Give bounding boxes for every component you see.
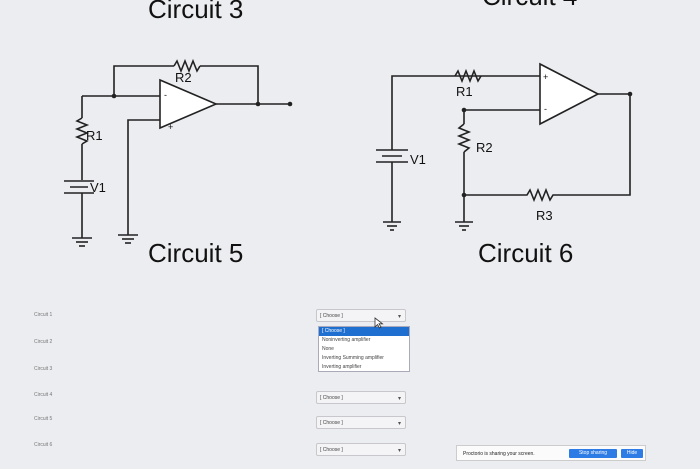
select-circuit6[interactable]: [ Choose ] ▾ bbox=[316, 443, 406, 456]
chevron-down-icon: ▾ bbox=[397, 448, 401, 454]
mouse-cursor-icon bbox=[374, 317, 384, 329]
option-none[interactable]: None bbox=[322, 346, 334, 352]
circuit6-title: Circuit 6 bbox=[478, 238, 574, 268]
question-label-circuit6: Circuit 6 bbox=[34, 442, 53, 448]
c3-minus-sign: - bbox=[164, 90, 167, 100]
option-inverting-summing[interactable]: Inverting Summing amplifier bbox=[322, 355, 384, 361]
c3-r2-label: R2 bbox=[175, 70, 192, 85]
question-label-circuit3: Circuit 3 bbox=[34, 366, 53, 372]
question-label-circuit1: Circuit 1 bbox=[34, 312, 53, 318]
select-circuit1[interactable]: [ Choose ] ▾ bbox=[316, 309, 406, 322]
chevron-down-icon: ▾ bbox=[397, 396, 401, 402]
circuit3-schematic bbox=[64, 58, 290, 247]
c4-plus-sign: + bbox=[543, 72, 548, 82]
question-label-circuit5: Circuit 5 bbox=[34, 416, 53, 422]
option-noninverting[interactable]: Noninverting amplifier bbox=[322, 337, 371, 343]
c4-v1-label: V1 bbox=[410, 152, 426, 167]
question-label-circuit4: Circuit 4 bbox=[34, 392, 53, 398]
circuit3-title: Circuit 3 bbox=[148, 0, 244, 24]
c3-r1-label: R1 bbox=[86, 128, 103, 143]
circuit4-title: Circuit 4 bbox=[482, 0, 577, 12]
c3-plus-sign: + bbox=[168, 122, 173, 132]
c4-r1-label: R1 bbox=[456, 84, 473, 99]
c4-r3-label: R3 bbox=[536, 208, 553, 223]
c3-v1-label: V1 bbox=[90, 180, 106, 195]
question-label-circuit2: Circuit 2 bbox=[34, 339, 53, 345]
chevron-down-icon: ▾ bbox=[397, 421, 401, 427]
select-options-dropdown[interactable]: [ Choose ] Noninverting amplifier None I… bbox=[318, 326, 410, 372]
select-circuit5-value: [ Choose ] bbox=[320, 420, 343, 426]
select-circuit5[interactable]: [ Choose ] ▾ bbox=[316, 416, 406, 429]
chevron-down-icon: ▾ bbox=[397, 314, 401, 320]
circuit4-schematic bbox=[376, 62, 631, 231]
stop-sharing-button[interactable]: Stop sharing bbox=[569, 449, 617, 458]
hide-button[interactable]: Hide bbox=[621, 449, 643, 458]
option-inverting[interactable]: Inverting amplifier bbox=[322, 364, 362, 370]
select-circuit6-value: [ Choose ] bbox=[320, 447, 343, 453]
select-circuit4-value: [ Choose ] bbox=[320, 395, 343, 401]
select-circuit4[interactable]: [ Choose ] ▾ bbox=[316, 391, 406, 404]
c4-r2-label: R2 bbox=[476, 140, 493, 155]
option-choose[interactable]: [ Choose ] bbox=[319, 327, 409, 336]
screen-sharing-bar: Proctorio is sharing your screen. Stop s… bbox=[456, 445, 646, 461]
select-circuit1-value: [ Choose ] bbox=[320, 313, 343, 319]
sharing-message: Proctorio is sharing your screen. bbox=[463, 451, 535, 457]
c4-minus-sign: - bbox=[544, 104, 547, 114]
circuit5-title: Circuit 5 bbox=[148, 238, 244, 268]
